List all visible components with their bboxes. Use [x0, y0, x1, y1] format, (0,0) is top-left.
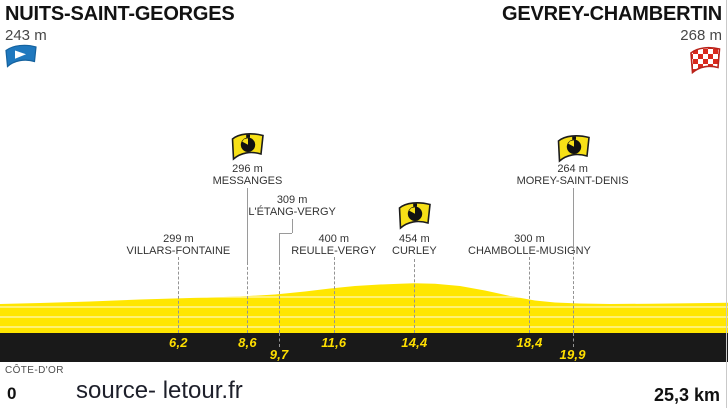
- waypoint-connector: [279, 233, 281, 262]
- source-credit: source- letour.fr: [76, 377, 243, 404]
- chrono-flag-icon: [232, 133, 265, 161]
- km-marker: 11,6: [321, 335, 347, 350]
- right-edge-line: [726, 0, 727, 408]
- waypoint-elevation: 296 m: [232, 163, 263, 175]
- waypoint-connector: [414, 259, 416, 333]
- km-marker: 18,4: [516, 335, 543, 350]
- start-elevation: 243 m: [5, 27, 47, 44]
- km-marker: 14,4: [401, 335, 428, 350]
- start-header: NUITS-SAINT-GEORGES 243 m: [5, 3, 235, 44]
- waypoint-connector: [279, 233, 293, 234]
- km-marker: 19,9: [559, 347, 586, 362]
- waypoint-elevation: 454 m: [399, 233, 430, 245]
- waypoint-name: MOREY-SAINT-DENIS: [516, 174, 629, 187]
- finish-flag-icon: [690, 46, 721, 74]
- waypoint-name: CURLEY: [392, 244, 437, 257]
- waypoint-connector: [572, 333, 574, 347]
- waypoint-elevation: 400 m: [318, 233, 350, 245]
- waypoint-connector: [247, 188, 249, 262]
- region-label: CÔTE-D'OR: [5, 365, 64, 376]
- profile-fill: [0, 283, 728, 333]
- waypoint-connector: [178, 257, 180, 333]
- waypoint-connector: [529, 257, 531, 333]
- total-distance: 25,3 km: [653, 385, 720, 405]
- finish-city: GEVREY-CHAMBERTIN: [502, 3, 722, 25]
- waypoint-connector: [333, 257, 335, 333]
- waypoint-name: MESSANGES: [212, 174, 283, 187]
- waypoint-connector: [572, 188, 574, 247]
- waypoint-elevation: 300 m: [514, 233, 545, 245]
- km-bar: [0, 333, 728, 362]
- start-flag-icon: [5, 44, 37, 68]
- waypoint-elevation: 264 m: [557, 163, 588, 175]
- km-zero-label: 0: [7, 384, 17, 403]
- km-marker: 9,7: [269, 347, 289, 362]
- finish-elevation: 268 m: [680, 27, 722, 44]
- waypoint-name: VILLARS-FONTAINE: [126, 244, 231, 257]
- km-marker: 8,6: [238, 335, 257, 350]
- waypoint-connector: [279, 333, 281, 347]
- waypoint-name: L'ÉTANG-VERGY: [248, 205, 336, 218]
- waypoint-connector: [572, 247, 574, 333]
- waypoint-elevation: 309 m: [276, 194, 308, 206]
- waypoint-name: CHAMBOLLE-MUSIGNY: [468, 244, 591, 257]
- waypoint-connector: [292, 219, 294, 233]
- chrono-flag-icon: [557, 135, 590, 163]
- waypoint-connector: [279, 262, 281, 333]
- waypoint-connector: [247, 262, 249, 333]
- chrono-flag-icon: [399, 202, 432, 230]
- finish-header: GEVREY-CHAMBERTIN 268 m: [502, 3, 722, 44]
- waypoint-elevation: 299 m: [163, 233, 194, 245]
- elevation-profile: [0, 283, 728, 333]
- waypoint-name: REULLE-VERGY: [291, 244, 377, 257]
- start-city: NUITS-SAINT-GEORGES: [5, 3, 235, 25]
- km-marker: 6,2: [169, 335, 188, 350]
